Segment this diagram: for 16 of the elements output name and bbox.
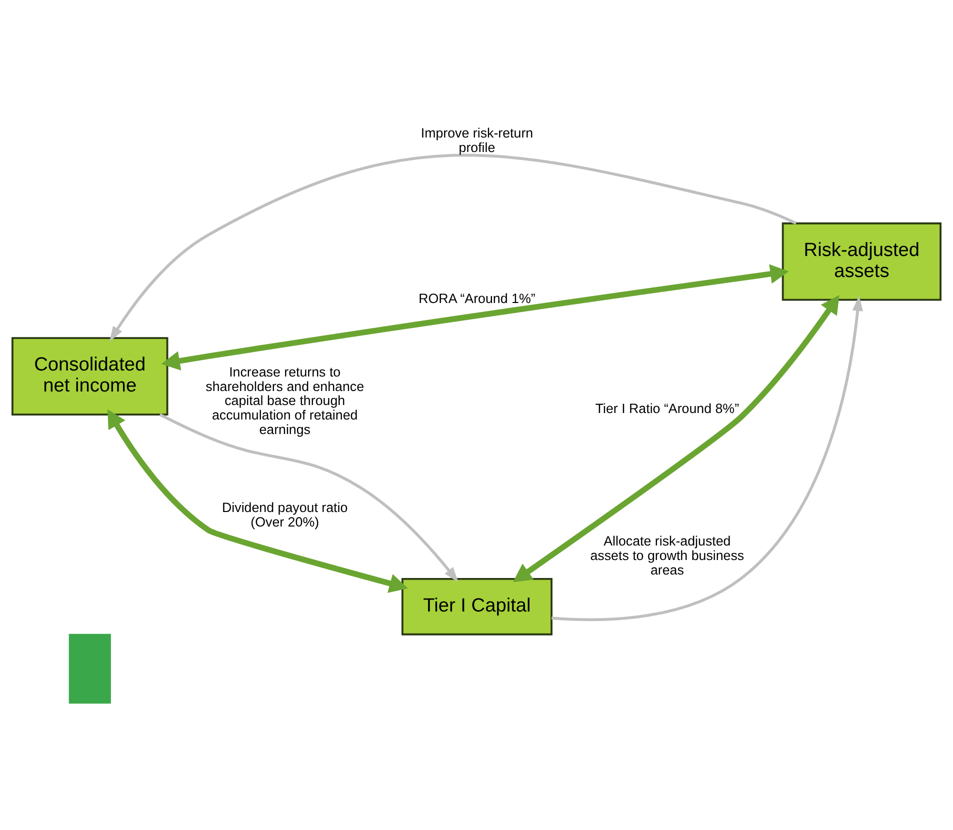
edge-label: Increase returns to shareholders and enhance capital base through accumulation of retained earnings — [206, 364, 364, 437]
arrow — [159, 413, 458, 582]
arrow — [551, 296, 863, 622]
node-box — [68, 634, 111, 704]
edge-label: Tier I Ratio “Around 8%” — [595, 400, 740, 416]
arrow — [161, 264, 789, 371]
edge-label: Improve risk-return profile — [420, 126, 534, 155]
edge-label: Allocate risk-adjusted assets to growth business areas — [590, 534, 744, 578]
edge-label: RORA “Around 1%” — [418, 290, 536, 306]
arrow — [512, 294, 840, 582]
arrow — [109, 154, 797, 342]
node-box: Risk-adjusted assets — [782, 222, 942, 301]
node-box: Tier I Capital — [401, 578, 552, 636]
edge-label: Dividend payout ratio (Over 20%) — [222, 500, 348, 530]
arrow — [108, 409, 408, 593]
node-box: Consolidated net income — [12, 337, 168, 416]
